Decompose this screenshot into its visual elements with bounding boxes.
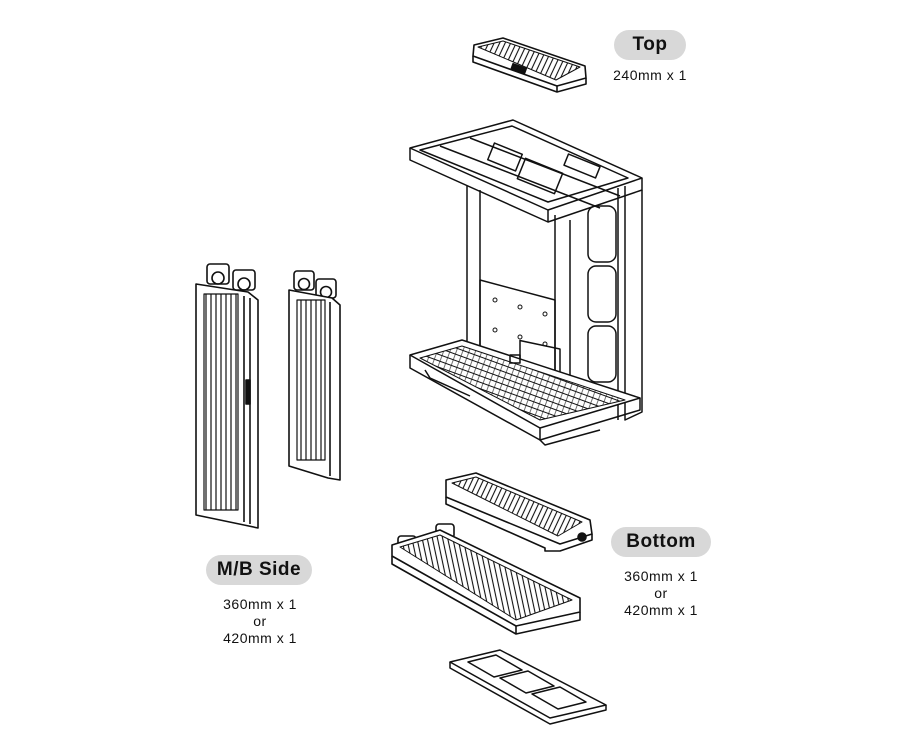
- top-radiator-240: [472, 37, 587, 93]
- bottom-label-title: Bottom: [626, 531, 696, 552]
- top-label-title: Top: [632, 34, 668, 55]
- mb-side-label-title: M/B Side: [216, 559, 302, 580]
- bottom-spec-line-1: 360mm x 1: [624, 568, 698, 584]
- mb-side-radiator-420: [195, 263, 259, 529]
- bottom-radiator-360: [445, 472, 593, 552]
- bottom-specs: 360mm x 1 or 420mm x 1: [611, 568, 711, 619]
- top-specs: 240mm x 1: [600, 67, 700, 84]
- bottom-spec-line-3: 420mm x 1: [624, 602, 698, 618]
- bottom-mount-bracket: [449, 649, 607, 725]
- mb-side-specs: 360mm x 1 or 420mm x 1: [210, 596, 310, 647]
- bottom-spec-line-2: or: [654, 585, 668, 601]
- case-chassis: [409, 119, 643, 446]
- mb-side-spec-line-1: 360mm x 1: [223, 596, 297, 612]
- mb-side-spec-line-2: or: [253, 613, 267, 629]
- bottom-radiator-420: [391, 523, 581, 635]
- bottom-label-pill: Bottom: [611, 527, 711, 557]
- top-label-pill: Top: [614, 30, 686, 60]
- mb-side-spec-line-3: 420mm x 1: [223, 630, 297, 646]
- mb-side-label-pill: M/B Side: [206, 555, 312, 585]
- top-spec-line: 240mm x 1: [613, 67, 687, 83]
- mb-side-radiator-360: [288, 270, 341, 481]
